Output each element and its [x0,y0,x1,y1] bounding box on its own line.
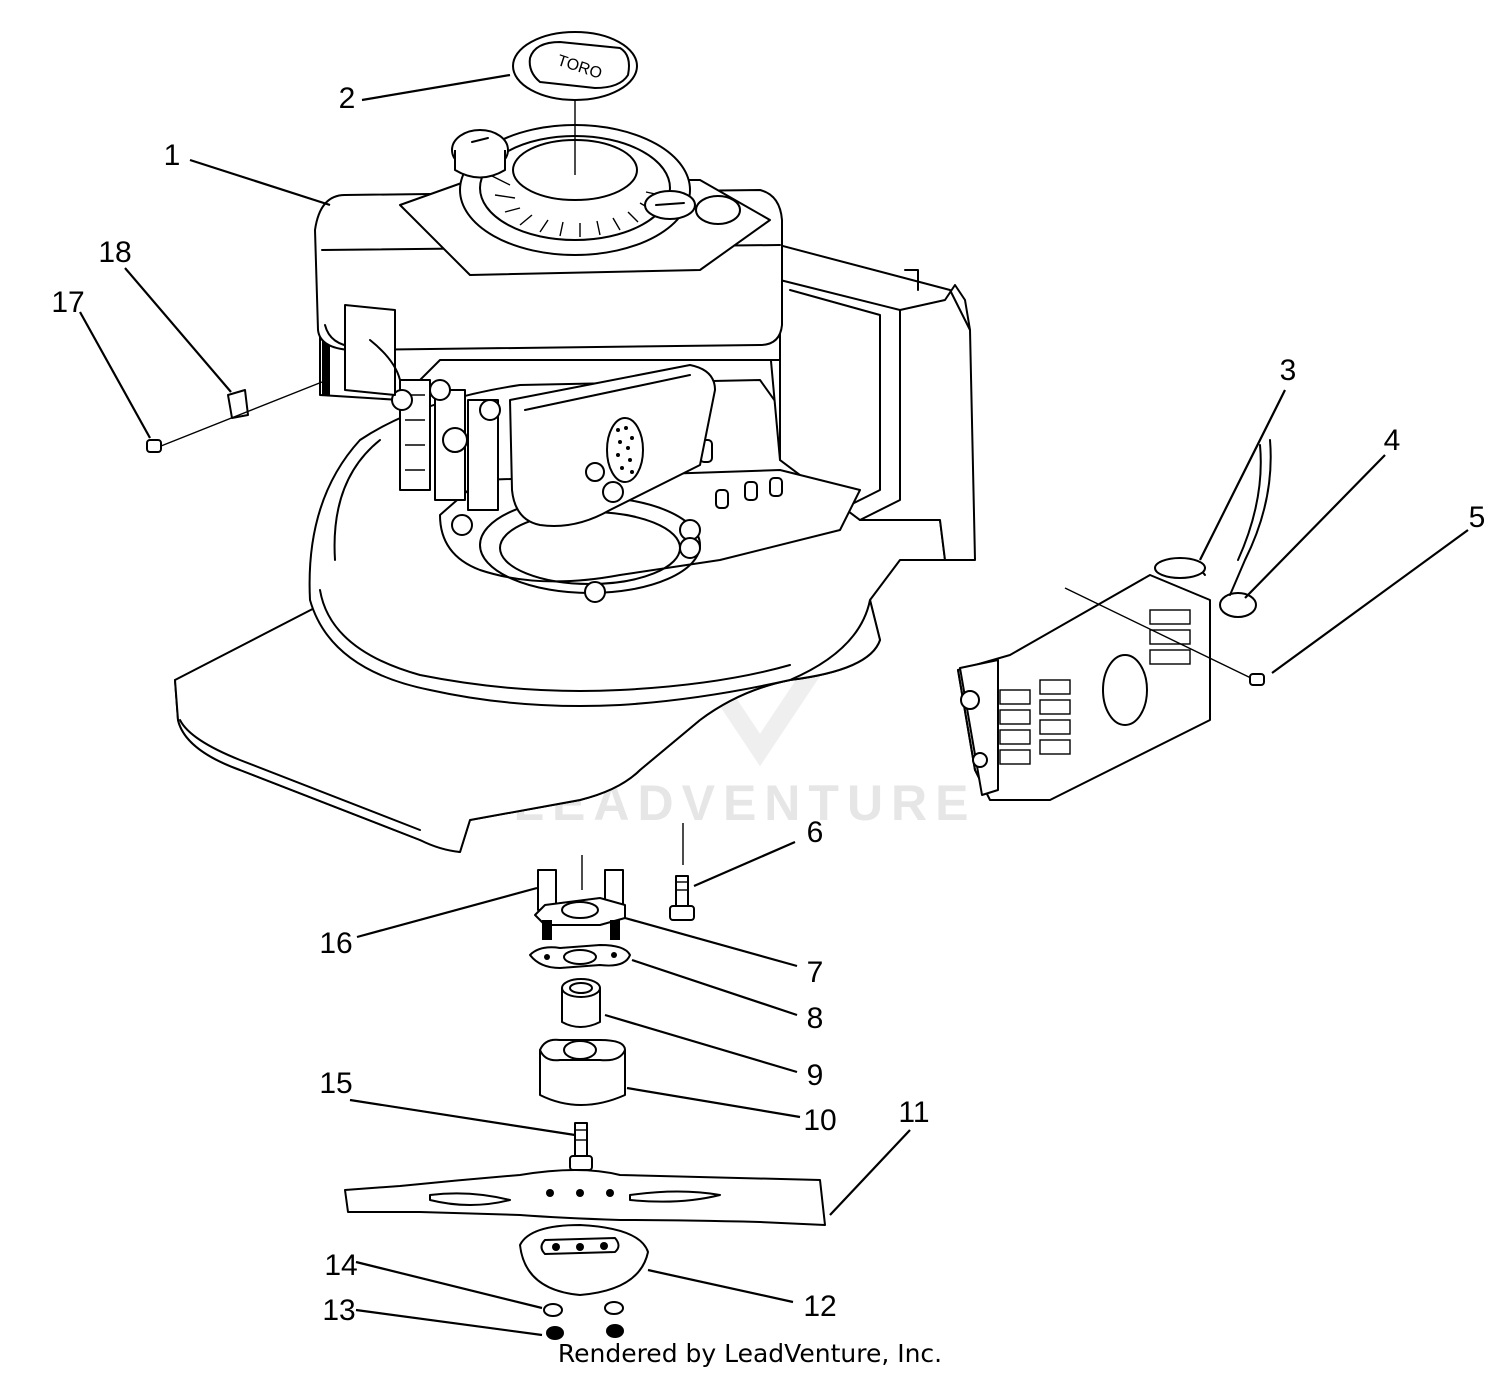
callout-13: 13 [322,1294,355,1327]
credit-text: Rendered by LeadVenture, Inc. [558,1339,942,1368]
screw-clip-17-18 [146,381,323,453]
callout-10: 10 [803,1104,836,1137]
callout-5: 5 [1469,501,1486,534]
callout-9: 9 [807,1059,824,1092]
callout-12: 12 [803,1290,836,1323]
callout-8: 8 [807,1002,824,1035]
toro-decal: TORO [512,31,638,175]
rear-deflector [957,439,1272,801]
callout-7: 7 [807,956,824,989]
callout-16: 16 [319,927,352,960]
leader-lines [79,73,1469,1337]
callout-18: 18 [98,236,131,269]
callouts: 1 2 3 4 5 6 7 8 9 10 11 12 13 14 15 16 1… [51,82,1485,1327]
callout-4: 4 [1384,424,1401,457]
callout-11: 11 [898,1096,929,1129]
blade-assembly [344,823,826,1340]
callout-2: 2 [339,82,356,115]
callout-6: 6 [807,816,824,849]
callout-15: 15 [319,1067,352,1100]
callout-17: 17 [51,286,84,319]
callout-14: 14 [324,1249,357,1282]
callout-1: 1 [164,139,181,172]
callout-3: 3 [1280,354,1297,387]
